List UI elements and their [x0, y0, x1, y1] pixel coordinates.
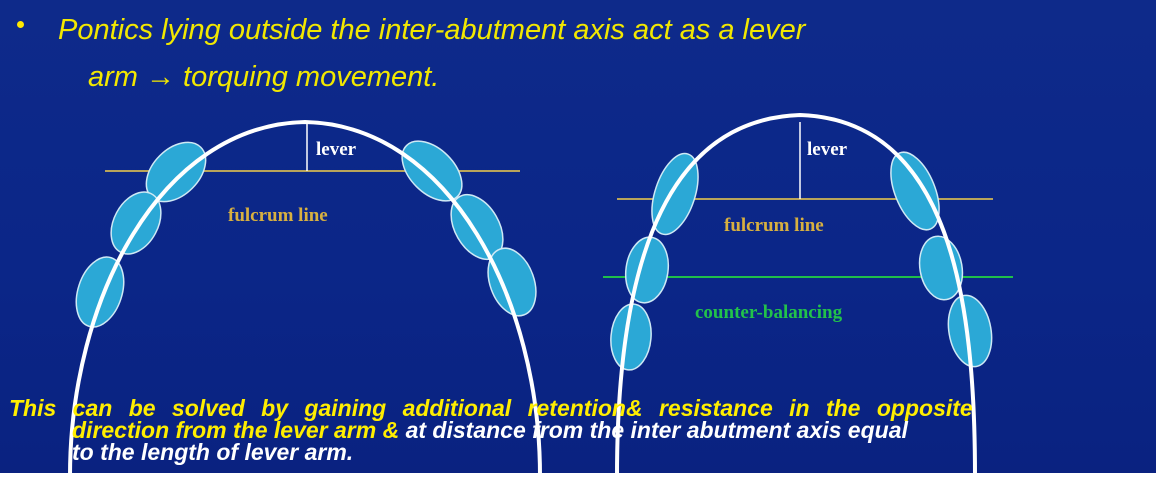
right-fulcrum-label: fulcrum line [724, 215, 824, 236]
right-lever-label: lever [807, 139, 848, 160]
right-teeth [610, 151, 993, 371]
tooth [947, 294, 993, 368]
tooth [890, 151, 940, 231]
left-teeth [75, 140, 537, 328]
bullet-text-line-1: Pontics lying outside the inter-abutment… [58, 14, 806, 46]
bullet-text-line-2: arm → torquing movement. [88, 61, 440, 93]
bottom-text-line-3: to the length of lever arm. [72, 439, 354, 465]
left-fulcrum-label: fulcrum line [228, 205, 328, 226]
bottom-text-line-2: direction from the lever arm & at distan… [72, 419, 908, 442]
bottom-text-line-1: This can be solved by gaining additional… [9, 395, 973, 421]
right-arch-curve [615, 112, 977, 477]
counter-balancing-label: counter-balancing [695, 302, 843, 323]
bottom-strip [0, 473, 1156, 481]
tooth [75, 256, 125, 328]
bottom-text-line-2-white: at distance from the inter abutment axis… [405, 417, 908, 443]
tooth [401, 140, 463, 202]
bottom-text-line-2-yellow: direction from the lever arm & [72, 417, 406, 443]
bullet-icon [17, 21, 24, 28]
left-lever-label: lever [316, 139, 357, 160]
tooth [610, 303, 652, 371]
left-arch-curve [68, 119, 542, 477]
tooth [487, 247, 537, 317]
